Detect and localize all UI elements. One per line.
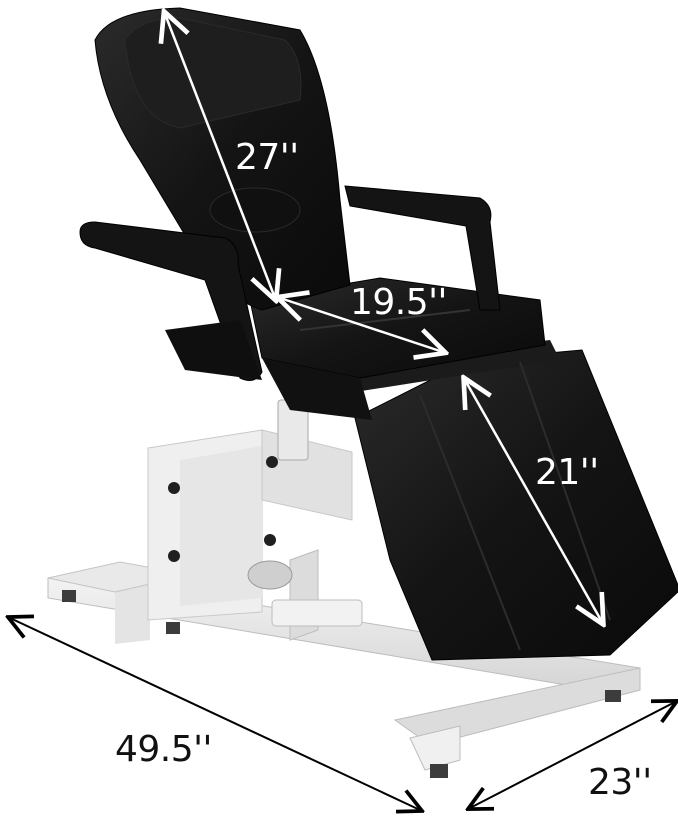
dim-line-leg-rest: [465, 380, 602, 622]
leg-rest: [345, 340, 678, 661]
backrest-height-label: 27'': [235, 137, 299, 178]
leg-rest-length-label: 21'': [535, 452, 599, 493]
dim-line-backrest: [165, 14, 275, 298]
seat-depth-label: 19.5'': [350, 282, 447, 323]
overall-width-label: 23'': [588, 762, 652, 803]
dim-line-width: [470, 702, 675, 808]
dim-line-seat: [280, 298, 443, 352]
overall-length-label: 49.5'': [115, 729, 212, 770]
dim-line-length: [10, 618, 420, 810]
